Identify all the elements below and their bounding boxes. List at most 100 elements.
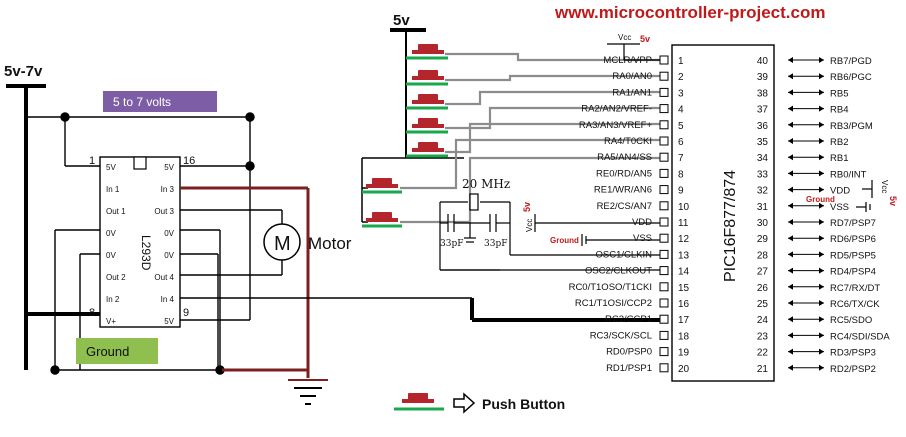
ground-right-label: Ground (806, 195, 835, 204)
pic-right-pin-number: 36 (757, 121, 769, 132)
push-button (362, 212, 402, 228)
pic-right-pin-number: 33 (757, 169, 769, 180)
volts-label-box: 5 to 7 volts (103, 91, 217, 112)
cap2-label: 33pF (484, 239, 507, 249)
motor-wiring (180, 209, 283, 276)
l293d-left-pin-label: In 2 (106, 295, 120, 304)
pic-left-pin-number: 14 (678, 267, 690, 278)
pic-left-pin-number: 11 (678, 218, 689, 229)
l293d-left-pin-label: 0V (106, 251, 116, 260)
l293d-left-pin-label: Out 1 (106, 207, 126, 216)
button-to-pic-wiring (400, 52, 660, 224)
pic-left-pin-label: RC3/SCK/SCL (590, 330, 652, 341)
pic-left-pin-label: RD0/PSP0 (606, 347, 652, 358)
pic-right-pin-label: RB3/PGM (830, 121, 873, 132)
pic-right-pin-number: 34 (757, 153, 769, 164)
push-button (406, 94, 448, 110)
pic-left-pin-number: 5 (678, 121, 684, 132)
pic-name: PIC16F877/874 (722, 170, 739, 282)
l293d-right-pin-label: 0V (164, 229, 174, 238)
pic-left-pin-label: VSS (633, 233, 652, 244)
pic-pin-labels: 1MCLR/VPP2RA0/AN03RA1/AN14RA2/AN2/VREF-5… (569, 55, 891, 375)
vcc-top (607, 43, 660, 61)
l293d-right-pin-label: 5V (164, 317, 174, 326)
pic-right-pin-label: RC7/RX/DT (830, 283, 880, 294)
pic-right-pin-number: 28 (757, 250, 769, 261)
pic-right-pin-number: 31 (757, 202, 769, 213)
vcc-right (856, 180, 873, 212)
l293d-name: L293D (139, 235, 153, 271)
pic-left-pin-label: RC2/CCP1 (605, 314, 652, 325)
pic-right-pin-number: 37 (757, 105, 769, 116)
crystal-label: 20 MHz (462, 177, 510, 191)
motor-symbol: M Motor (263, 223, 352, 261)
pic-chip: PIC16F877/874 (671, 44, 775, 382)
l293d-left-pin-label: In 1 (106, 185, 120, 194)
pic-right-pin-number: 38 (757, 88, 769, 99)
pic-left-pin-label: OSC1/CLKIN (596, 249, 653, 260)
vcc-top-label: Vcc (618, 33, 631, 42)
pic-left-pin-label: RE2/CS/AN7 (597, 201, 652, 212)
pic-left-pin-label: RA0/AN0 (612, 71, 652, 82)
pic-left-pin-number: 16 (678, 299, 690, 310)
pic-right-pin-number: 22 (757, 348, 769, 359)
pic-right-pin-number: 24 (757, 315, 769, 326)
pic-right-pin-number: 40 (757, 56, 769, 67)
motor-m: M (274, 233, 291, 255)
pic-right-pin-label: RD7/PSP7 (830, 218, 876, 229)
pic-right-pin-label: RB0/INT (830, 169, 867, 180)
left-power-rail (6, 84, 100, 370)
push-button-legend-text: Push Button (482, 396, 565, 412)
l293d-right-pin-label: Out 4 (154, 273, 174, 282)
push-buttons (362, 44, 448, 228)
pic-left-pin-label: RC1/T1OSI/CCP2 (575, 298, 652, 309)
pic-left-pin-number: 12 (678, 234, 690, 245)
pic-right-pin-label: RB5 (830, 88, 848, 99)
push-button (406, 142, 448, 158)
l293d-right-pin-number: 9 (183, 307, 189, 319)
vcc-mid (534, 214, 660, 232)
ground-left-label: Ground (550, 236, 579, 245)
pic-left-pin-number: 1 (678, 56, 684, 67)
ground-pin12 (581, 234, 660, 246)
pic-right-pin-number: 32 (757, 186, 769, 197)
button-power-rail (361, 28, 464, 223)
vcc-mid-value: 5v (522, 202, 532, 212)
ground-box-text: Ground (86, 344, 129, 359)
l293d-right-pin-label: In 4 (161, 295, 175, 304)
motor-label: Motor (308, 234, 352, 253)
pic-left-pin-label: RE0/RD/AN5 (596, 168, 652, 179)
pic-right-pin-label: RD6/PSP6 (830, 234, 876, 245)
l293d-right-pin-number: 16 (183, 155, 195, 167)
pic-right-pin-label: RB1 (830, 153, 848, 164)
pic-right-pin-number: 21 (757, 364, 769, 375)
pic-left-pin-number: 9 (678, 186, 684, 197)
pic-left-pin-label: RE1/WR/AN6 (594, 185, 652, 196)
ground-label-box: Ground (76, 338, 158, 364)
pic-right-pin-number: 23 (757, 331, 769, 342)
vcc-top-value: 5v (640, 34, 650, 44)
pic-left-pin-number: 7 (678, 153, 684, 164)
pic-right-pin-label: VSS (830, 202, 849, 213)
l293d-left-pin-label: Out 2 (106, 273, 126, 282)
pic-left-pin-number: 17 (678, 315, 690, 326)
pic-left-pin-label: MCLR/VPP (603, 55, 652, 66)
pic-left-pin-number: 13 (678, 250, 690, 261)
l293d-top-wiring (26, 112, 255, 171)
pic-left-pin-number: 18 (678, 331, 690, 342)
pic-left-pin-number: 4 (678, 105, 684, 116)
pic-right-pin-label: VDD (830, 186, 850, 197)
pic-right-pin-number: 39 (757, 72, 769, 83)
l293d-input-wiring (180, 186, 660, 378)
ground-symbol (288, 379, 328, 405)
pic-right-pin-label: RC6/TX/CK (830, 299, 880, 310)
pic-right-pin-label: RC5/SDO (830, 315, 872, 326)
pic-right-pin-label: RD5/PSP5 (830, 250, 876, 261)
l293d-left-pin-number: 8 (89, 307, 95, 319)
pic-left-pin-number: 19 (678, 348, 690, 359)
pic-left-pin-label: RA3/AN3/VREF+ (579, 120, 653, 131)
pic-right-pin-label: RD3/PSP3 (830, 348, 876, 359)
push-button (406, 44, 448, 60)
pic-right-pin-label: RB7/PGD (830, 56, 872, 67)
